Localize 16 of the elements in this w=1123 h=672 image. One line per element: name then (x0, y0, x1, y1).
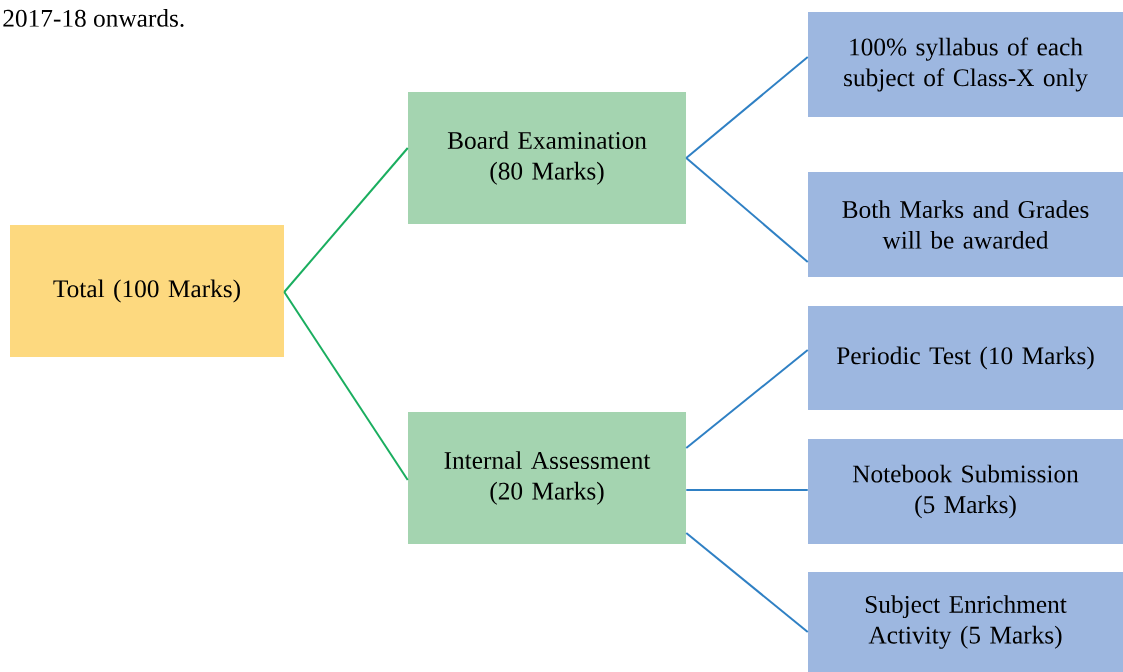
connector-line (283, 147, 409, 293)
detail-box: 100% syllabus of each subject of Class-X only (808, 12, 1123, 117)
note-text: 2017-18 onwards. (3, 9, 184, 27)
category-box: Board Examination (80 Marks) (408, 92, 686, 224)
connector-line (685, 56, 809, 159)
connector-line (685, 532, 809, 633)
detail-box: Both Marks and Grades will be awarded (808, 172, 1123, 277)
detail-box: Periodic Test (10 Marks) (808, 306, 1123, 410)
detail-box: Subject Enrichment Activity (5 Marks) (808, 572, 1123, 672)
connector-line (685, 349, 809, 449)
connector-line (283, 291, 409, 481)
total-box: Total (100 Marks) (10, 225, 284, 357)
detail-box: Notebook Submission (5 Marks) (808, 439, 1123, 544)
connector-line (685, 157, 809, 263)
connector-line (685, 489, 809, 491)
category-box: Internal Assessment (20 Marks) (408, 412, 686, 544)
